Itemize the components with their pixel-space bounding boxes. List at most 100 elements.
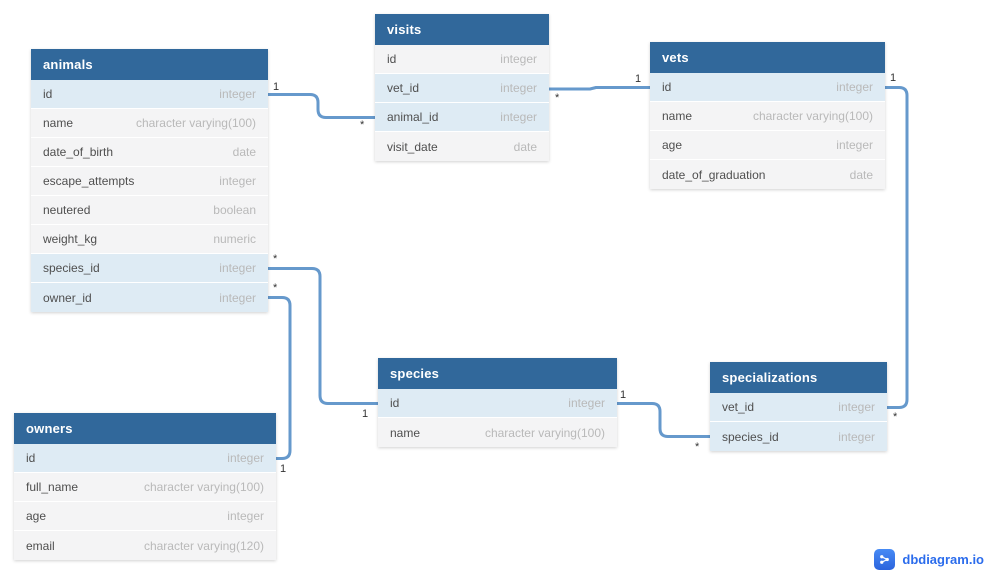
cardinality-label: 1 bbox=[620, 389, 626, 401]
field-type: character varying(100) bbox=[484, 425, 605, 440]
field-row-animals-species_id[interactable]: species_id integer bbox=[31, 254, 268, 283]
table-owners[interactable]: owners id integer full_name character varyin… bbox=[14, 413, 276, 560]
field-name: id bbox=[26, 451, 36, 465]
field-row-owners-email[interactable]: email character varying(120) bbox=[14, 531, 276, 560]
field-row-visits-id[interactable]: id integer bbox=[375, 45, 549, 74]
field-row-animals-owner_id[interactable]: owner_id integer bbox=[31, 283, 268, 312]
field-type: integer bbox=[838, 429, 875, 444]
relationship-line bbox=[268, 93, 375, 119]
watermark-label: dbdiagram.io bbox=[902, 552, 984, 567]
field-name: vet_id bbox=[387, 81, 420, 95]
field-type: integer bbox=[500, 52, 537, 66]
field-name: visit_date bbox=[387, 139, 438, 154]
field-name: full_name bbox=[26, 480, 79, 494]
field-type: integer bbox=[219, 87, 256, 101]
field-name: id bbox=[387, 52, 397, 66]
table-species[interactable]: species id integer name character varying(10… bbox=[378, 358, 617, 447]
table-vets[interactable]: vets id integer name character varying(100) a… bbox=[650, 42, 885, 189]
field-row-animals-date_of_birth[interactable]: date_of_birth date bbox=[31, 138, 268, 167]
field-type: integer bbox=[836, 80, 873, 94]
field-type: character varying(120) bbox=[143, 538, 264, 553]
cardinality-label: 1 bbox=[362, 408, 368, 420]
field-name: id bbox=[390, 396, 400, 410]
field-row-animals-escape_attempts[interactable]: escape_attempts integer bbox=[31, 167, 268, 196]
field-name: name bbox=[662, 109, 693, 123]
table-header-species[interactable]: species bbox=[378, 358, 617, 389]
table-header-vets[interactable]: vets bbox=[650, 42, 885, 73]
field-type: boolean bbox=[213, 203, 256, 217]
relationship-line bbox=[885, 86, 909, 409]
field-row-vets-date_of_graduation[interactable]: date_of_graduation date bbox=[650, 160, 885, 189]
field-row-owners-age[interactable]: age integer bbox=[14, 502, 276, 531]
field-name: neutered bbox=[43, 203, 91, 217]
field-type: integer bbox=[836, 138, 873, 152]
field-row-animals-neutered[interactable]: neutered boolean bbox=[31, 196, 268, 225]
field-name: id bbox=[43, 87, 53, 101]
dbdiagram-watermark-link[interactable]: dbdiagram.io bbox=[874, 549, 984, 570]
cardinality-label: 1 bbox=[280, 463, 286, 475]
relationship-line bbox=[549, 86, 650, 91]
field-name: animal_id bbox=[387, 110, 439, 124]
field-type: character varying(100) bbox=[135, 116, 256, 130]
cardinality-label: 1 bbox=[635, 73, 641, 85]
field-row-specializations-species_id[interactable]: species_id integer bbox=[710, 422, 887, 451]
field-type: integer bbox=[500, 110, 537, 124]
field-name: escape_attempts bbox=[43, 174, 135, 188]
field-type: integer bbox=[838, 400, 875, 414]
field-type: date bbox=[513, 139, 537, 154]
field-type: character varying(100) bbox=[143, 480, 264, 494]
field-row-animals-name[interactable]: name character varying(100) bbox=[31, 109, 268, 138]
field-name: owner_id bbox=[43, 290, 92, 305]
field-type: integer bbox=[219, 261, 256, 275]
field-name: age bbox=[26, 509, 47, 523]
field-row-species-id[interactable]: id integer bbox=[378, 389, 617, 418]
field-type: integer bbox=[219, 290, 256, 305]
field-type: character varying(100) bbox=[752, 109, 873, 123]
table-header-animals[interactable]: animals bbox=[31, 49, 268, 80]
field-row-visits-vet_id[interactable]: vet_id integer bbox=[375, 74, 549, 103]
cardinality-label: * bbox=[360, 119, 365, 131]
field-type: integer bbox=[227, 509, 264, 523]
field-type: integer bbox=[219, 174, 256, 188]
cardinality-label: 1 bbox=[890, 72, 896, 84]
field-name: email bbox=[26, 538, 55, 553]
table-header-specializations[interactable]: specializations bbox=[710, 362, 887, 393]
table-header-owners[interactable]: owners bbox=[14, 413, 276, 444]
field-row-visits-visit_date[interactable]: visit_date date bbox=[375, 132, 549, 161]
field-name: species_id bbox=[722, 429, 779, 444]
relationship-line bbox=[268, 296, 292, 460]
field-type: date bbox=[849, 167, 873, 182]
field-name: id bbox=[662, 80, 672, 94]
relationship-line bbox=[268, 267, 378, 405]
table-header-visits[interactable]: visits bbox=[375, 14, 549, 45]
field-type: integer bbox=[568, 396, 605, 410]
table-animals[interactable]: animals id integer name character varying(10… bbox=[31, 49, 268, 312]
field-name: name bbox=[43, 116, 74, 130]
field-name: weight_kg bbox=[43, 232, 98, 246]
field-row-animals-id[interactable]: id integer bbox=[31, 80, 268, 109]
field-name: date_of_graduation bbox=[662, 167, 766, 182]
field-row-vets-id[interactable]: id integer bbox=[650, 73, 885, 102]
field-name: date_of_birth bbox=[43, 145, 114, 159]
field-row-species-name[interactable]: name character varying(100) bbox=[378, 418, 617, 447]
field-type: date bbox=[232, 145, 256, 159]
field-row-vets-name[interactable]: name character varying(100) bbox=[650, 102, 885, 131]
dbdiagram-logo-icon bbox=[874, 549, 896, 570]
cardinality-label: 1 bbox=[273, 81, 279, 93]
field-name: name bbox=[390, 425, 421, 440]
field-name: species_id bbox=[43, 261, 100, 275]
cardinality-label: * bbox=[893, 411, 898, 423]
cardinality-label: * bbox=[695, 441, 700, 453]
field-type: integer bbox=[500, 81, 537, 95]
field-row-visits-animal_id[interactable]: animal_id integer bbox=[375, 103, 549, 132]
field-row-owners-id[interactable]: id integer bbox=[14, 444, 276, 473]
field-type: integer bbox=[227, 451, 264, 465]
field-row-owners-full_name[interactable]: full_name character varying(100) bbox=[14, 473, 276, 502]
